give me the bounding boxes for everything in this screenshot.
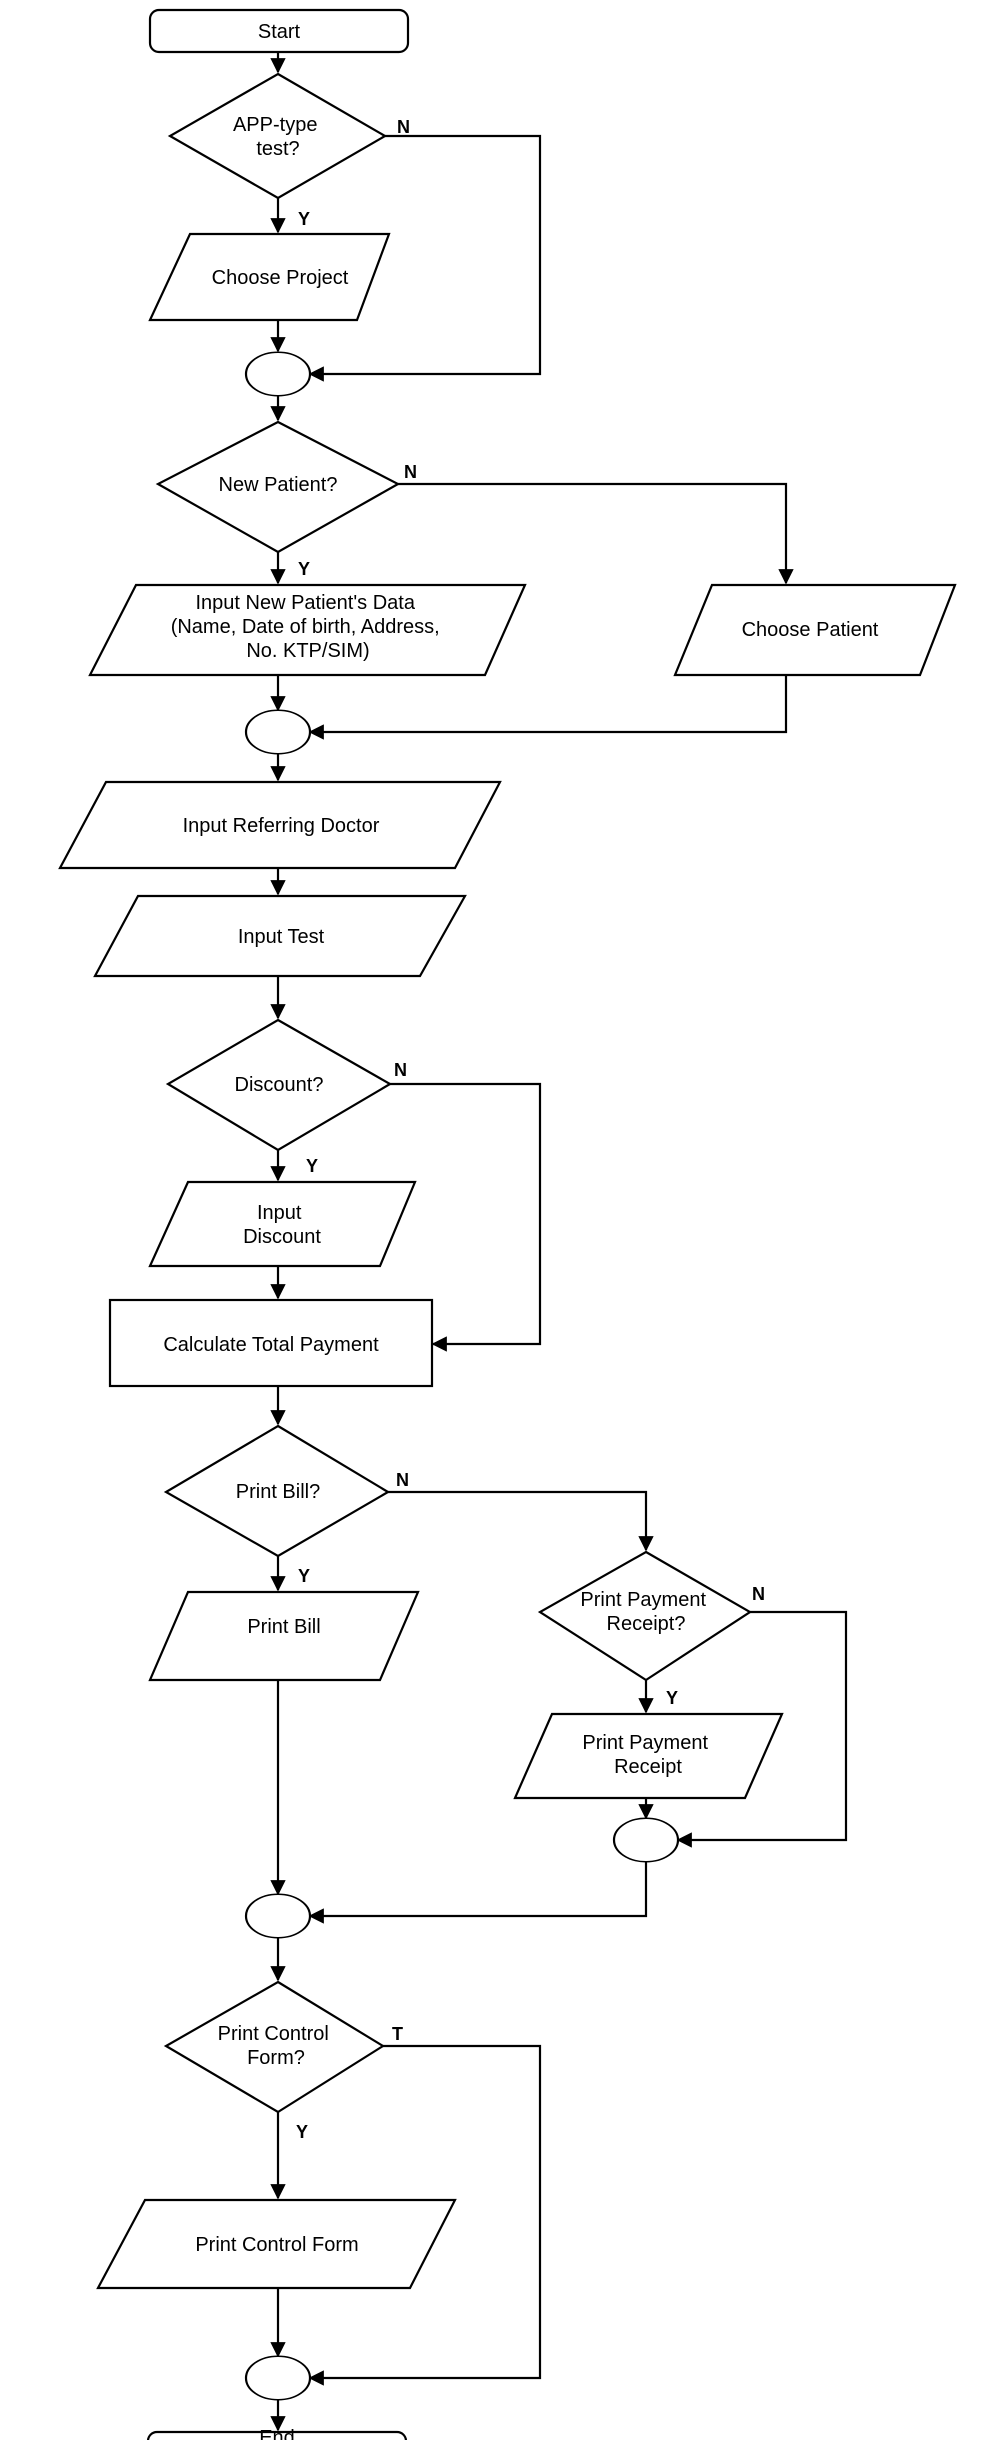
end-terminal: End	[146, 2427, 408, 2440]
print-payment-receipt-io: Print Payment Receipt	[513, 1712, 784, 1800]
new-patient-label: New Patient?	[219, 474, 338, 496]
print-payment-receipt-q-label: Print Payment Receipt?	[580, 1589, 711, 1635]
print-bill-q-label: Print Bill?	[236, 1481, 320, 1503]
start-terminal: Start	[148, 8, 410, 54]
input-discount-io: Input Discount	[148, 1180, 417, 1268]
calculate-total-payment-process: Calculate Total Payment	[108, 1298, 434, 1388]
merge-connector-2	[244, 709, 312, 755]
label-print-bill-yes: Y	[298, 1566, 310, 1586]
merge-connector-1	[244, 351, 312, 397]
merge-connector-3	[612, 1817, 680, 1863]
input-test-label: Input Test	[238, 926, 325, 948]
edge-app-type-no	[308, 134, 542, 382]
print-payment-receipt-label: Print Payment Receipt	[582, 1732, 713, 1778]
label-new-patient-no: N	[404, 462, 417, 482]
print-bill-label: Print Bill	[247, 1616, 320, 1638]
new-patient-decision: New Patient?	[155, 420, 401, 554]
edge-merge3-to-merge4	[308, 1862, 648, 1924]
input-referring-doctor-io: Input Referring Doctor	[58, 780, 502, 870]
choose-patient-label: Choose Patient	[742, 619, 879, 641]
merge-connector-4	[244, 1893, 312, 1939]
calculate-total-payment-label: Calculate Total Payment	[163, 1334, 379, 1356]
choose-project-label: Choose Project	[212, 267, 349, 289]
input-new-patient-io: Input New Patient's Data (Name, Date of …	[88, 583, 527, 677]
label-control-form-yes: Y	[296, 2122, 308, 2142]
edge-print-bill-no	[388, 1490, 654, 1552]
edge-new-patient-no	[398, 482, 794, 585]
merge-connector-5	[244, 2355, 312, 2401]
edges	[270, 52, 848, 2432]
choose-patient-io: Choose Patient	[673, 583, 957, 677]
label-discount-no: N	[394, 1060, 407, 1080]
app-type-decision: APP-type test?	[167, 72, 388, 200]
start-label: Start	[258, 21, 301, 43]
edge-control-form-no	[308, 2044, 542, 2386]
edge-discount-no	[390, 1082, 542, 1352]
label-print-receipt-yes: Y	[666, 1688, 678, 1708]
discount-decision: Discount?	[165, 1018, 393, 1152]
discount-label: Discount?	[235, 1074, 324, 1096]
label-print-receipt-no: N	[752, 1584, 765, 1604]
print-control-form-io: Print Control Form	[96, 2198, 457, 2290]
label-control-form-no: T	[392, 2024, 403, 2044]
input-discount-label: Input Discount	[243, 1202, 321, 1248]
edge-choose-patient-to-merge2	[308, 675, 788, 740]
print-control-form-decision: Print Control Form?	[163, 1980, 386, 2114]
print-bill-decision: Print Bill?	[163, 1424, 391, 1558]
print-control-form-label: Print Control Form	[195, 2234, 358, 2256]
print-payment-receipt-decision: Print Payment Receipt?	[537, 1550, 753, 1682]
label-discount-yes: Y	[306, 1156, 318, 1176]
input-test-io: Input Test	[93, 894, 467, 978]
label-print-bill-no: N	[396, 1470, 409, 1490]
input-referring-doctor-label: Input Referring Doctor	[183, 815, 380, 837]
choose-project-io: Choose Project	[148, 232, 391, 322]
label-app-type-no: N	[397, 117, 410, 137]
label-new-patient-yes: Y	[298, 559, 310, 579]
print-bill-io: Print Bill	[148, 1590, 420, 1682]
label-app-type-yes: Y	[298, 209, 310, 229]
edge-print-receipt-no	[676, 1610, 848, 1848]
end-label: End	[259, 2427, 295, 2440]
input-new-patient-label: Input New Patient's Data (Name, Date of …	[171, 592, 446, 662]
print-control-form-q-label: Print Control Form?	[218, 2023, 335, 2069]
app-type-label: APP-type test?	[233, 114, 323, 160]
nodes: Start APP-type test? Choose Project New …	[58, 8, 957, 2440]
edge-labels: Y N Y N Y N Y N Y N Y T	[296, 117, 765, 2142]
